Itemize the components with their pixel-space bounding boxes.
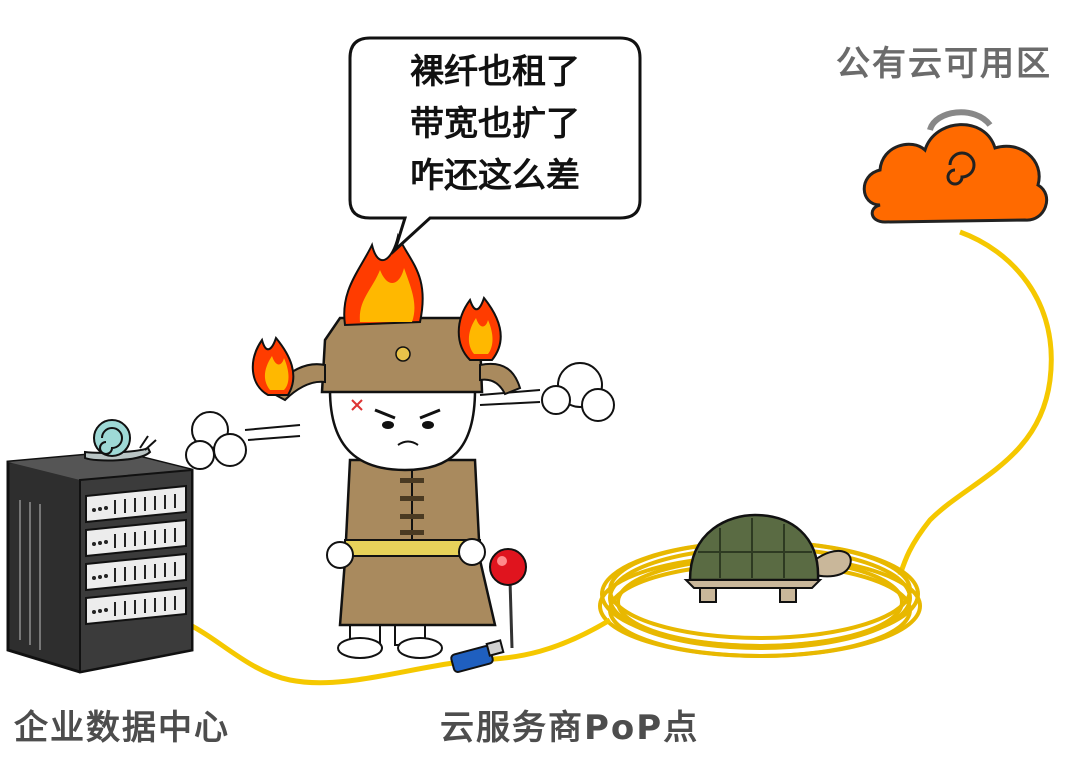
flame-icon — [251, 232, 502, 396]
bubble-line-1: 裸纤也租了 — [410, 52, 580, 92]
fiber-connector-icon — [450, 639, 505, 673]
pop-label: 云服务商PoP点 — [440, 708, 700, 748]
red-button-icon — [489, 548, 527, 649]
server-rack-icon — [6, 450, 194, 674]
cloud-icon — [862, 109, 1049, 224]
speech-bubble — [348, 36, 642, 255]
enterprise-dc-label: 企业数据中心 — [14, 708, 230, 748]
speech-bubble-text: 裸纤也租了 带宽也扩了 咋还这么差 — [370, 46, 620, 202]
turtle-icon — [683, 513, 852, 603]
cloud-zone-label: 公有云可用区 — [836, 44, 1052, 84]
snail-icon — [84, 419, 157, 462]
fiber-cable-cloud — [897, 229, 1054, 576]
steam-right — [479, 362, 615, 422]
bubble-line-3: 咋还这么差 — [410, 156, 580, 196]
steam-left — [185, 411, 301, 470]
bubble-line-2: 带宽也扩了 — [410, 104, 580, 144]
angry-character — [268, 316, 522, 659]
fiber-cable-dc — [188, 622, 461, 686]
